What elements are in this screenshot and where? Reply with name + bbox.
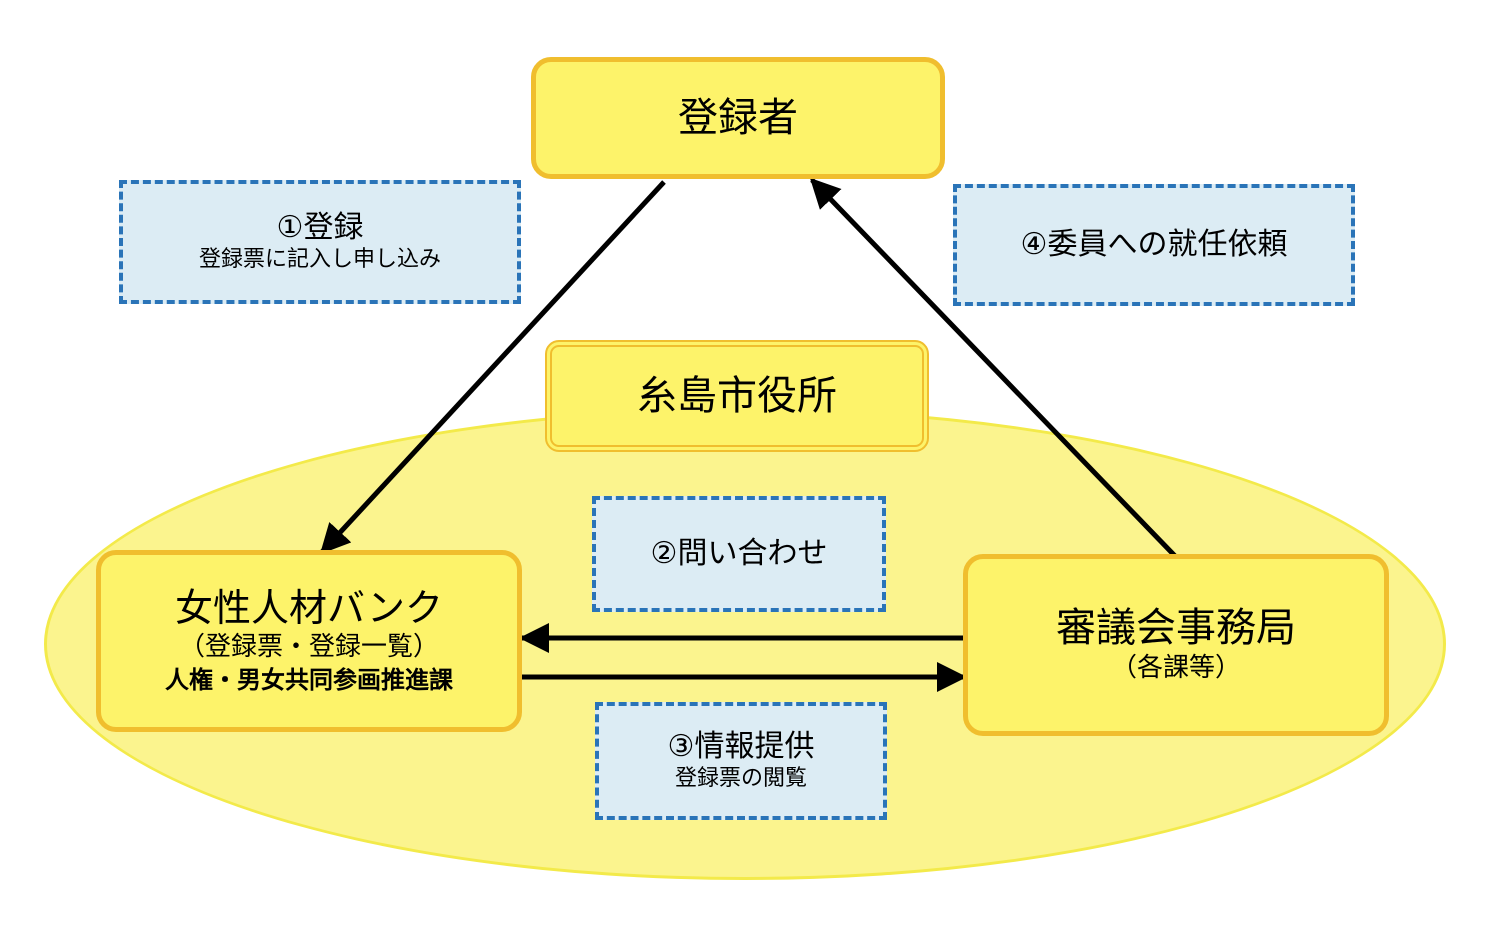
council-office-label: 審議会事務局 [1056,605,1296,652]
step1-title: ①登録 [276,209,364,245]
arrow-appointment-request [809,177,1177,558]
city-hall-label: 糸島市役所 [637,373,837,419]
step4-box: ④委員への就任依頼 [953,184,1355,306]
council-office-node: 審議会事務局 （各課等） [963,554,1389,736]
talent-bank-label: 女性人材バンク [175,585,443,630]
step3-title: ③情報提供 [667,728,815,764]
step4-title: ④委員への就任依頼 [1020,227,1288,262]
talent-bank-node: 女性人材バンク （登録票・登録一覧） 人権・男女共同参画推進課 [96,550,522,732]
talent-bank-sub: （登録票・登録一覧） [178,632,439,663]
registrant-node: 登録者 [531,57,945,179]
registrant-label: 登録者 [678,95,798,141]
arrow-register [319,180,666,555]
step3-box: ③情報提供 登録票の閲覧 [595,702,887,820]
step1-desc: 登録票に記入し申し込み [198,246,441,272]
council-office-sub: （各課等） [1110,653,1241,684]
step3-desc: 登録票の閲覧 [674,765,807,791]
step2-title: ②問い合わせ [650,536,828,571]
step1-box: ①登録 登録票に記入し申し込み [119,180,521,304]
step2-box: ②問い合わせ [592,496,886,612]
talent-bank-dept: 人権・男女共同参画推進課 [165,666,453,695]
city-hall-node: 糸島市役所 [545,340,929,452]
